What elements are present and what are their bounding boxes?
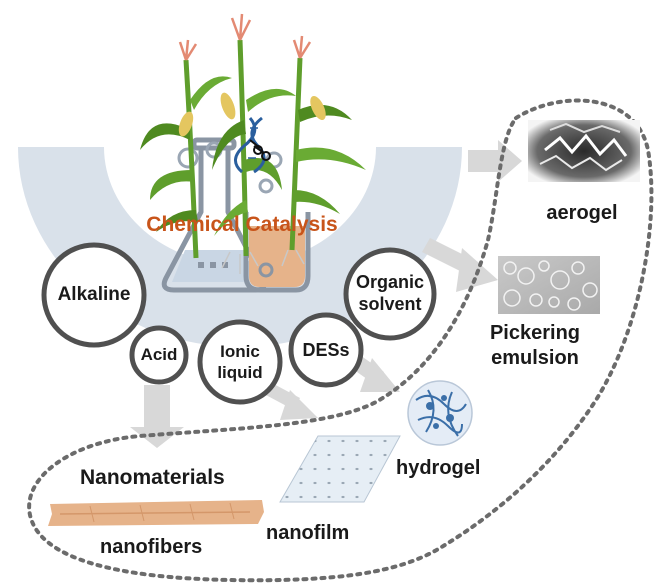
organic-solvent-label-line2: solvent	[358, 294, 422, 314]
acid-circle	[129, 325, 189, 385]
aerogel-label: aerogel	[546, 202, 618, 224]
acid-label: Acid	[140, 345, 178, 364]
nanofilm-label: nanofilm	[266, 522, 350, 544]
hydrogel-network-icon	[407, 380, 473, 446]
pickering-label-line2: emulsion	[491, 347, 579, 369]
nanofilm-sheet-icon	[279, 435, 401, 503]
nanofibers-label: nanofibers	[100, 536, 203, 558]
hydrogel-label: hydrogel	[396, 457, 481, 479]
ionic-liquid-label-line1: Ionic	[220, 342, 260, 361]
dess-label: DESs	[302, 340, 350, 360]
pickering-label-line1: Pickering	[489, 322, 581, 344]
dna-scissors-icon	[234, 116, 271, 174]
nanofibers-strip-icon	[48, 500, 264, 526]
alkaline-circle	[41, 242, 147, 348]
dess-circle	[288, 312, 364, 388]
emulsion-image-icon	[498, 256, 600, 314]
arrow-to-aerogel	[468, 140, 522, 182]
arrow-to-nanofilm	[264, 382, 318, 420]
organic-solvent-circle	[343, 247, 437, 341]
dashed-boundary	[27, 98, 654, 583]
alkaline-label: Alkaline	[57, 284, 131, 305]
corn-plant-icon	[140, 13, 366, 274]
organic-solvent-label-line1: Organic	[355, 272, 425, 292]
aerogel-image-icon	[528, 120, 640, 182]
ionic-liquid-circle	[197, 319, 283, 405]
nanomaterials-label: Nanomaterials	[80, 466, 225, 489]
arrow-to-nanomaterials	[130, 385, 184, 448]
ionic-liquid-label-line2: liquid	[217, 363, 263, 382]
chemical-catalysis-title: Chemical Catalysis	[146, 213, 338, 236]
